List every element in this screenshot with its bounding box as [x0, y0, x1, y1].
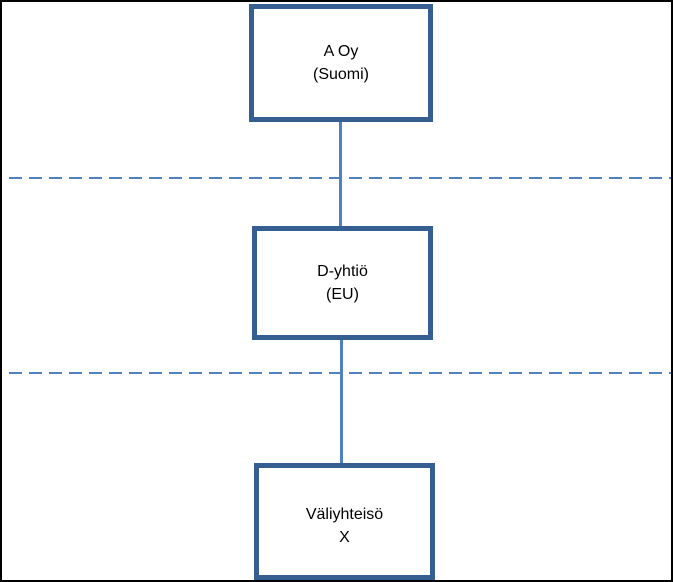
- node-label: D-yhtiö (EU): [317, 260, 368, 306]
- node-label-line1: D-yhtiö: [317, 263, 368, 280]
- node-label-line2: X: [339, 528, 350, 546]
- node-label-line2: (Suomi): [312, 66, 369, 83]
- node-valiyhteiso-x: Väliyhteisö X: [254, 463, 435, 580]
- node-d-yhtio-eu: D-yhtiö (EU): [252, 226, 433, 340]
- node-label: A Oy (Suomi): [313, 40, 369, 86]
- node-label-line2: (EU): [326, 286, 359, 303]
- jurisdiction-boundary-line-1: [2, 177, 671, 179]
- connector-d-yhtio-to-valiyhteiso: [340, 338, 343, 465]
- node-label-line1: A Oy: [323, 43, 359, 60]
- node-a-oy-suomi: A Oy (Suomi): [249, 4, 433, 122]
- connector-a-oy-to-d-yhtio: [339, 120, 342, 228]
- node-label: Väliyhteisö X: [306, 495, 383, 549]
- jurisdiction-boundary-line-2: [2, 372, 671, 374]
- node-label-line1: Väliyhteisö: [305, 505, 384, 523]
